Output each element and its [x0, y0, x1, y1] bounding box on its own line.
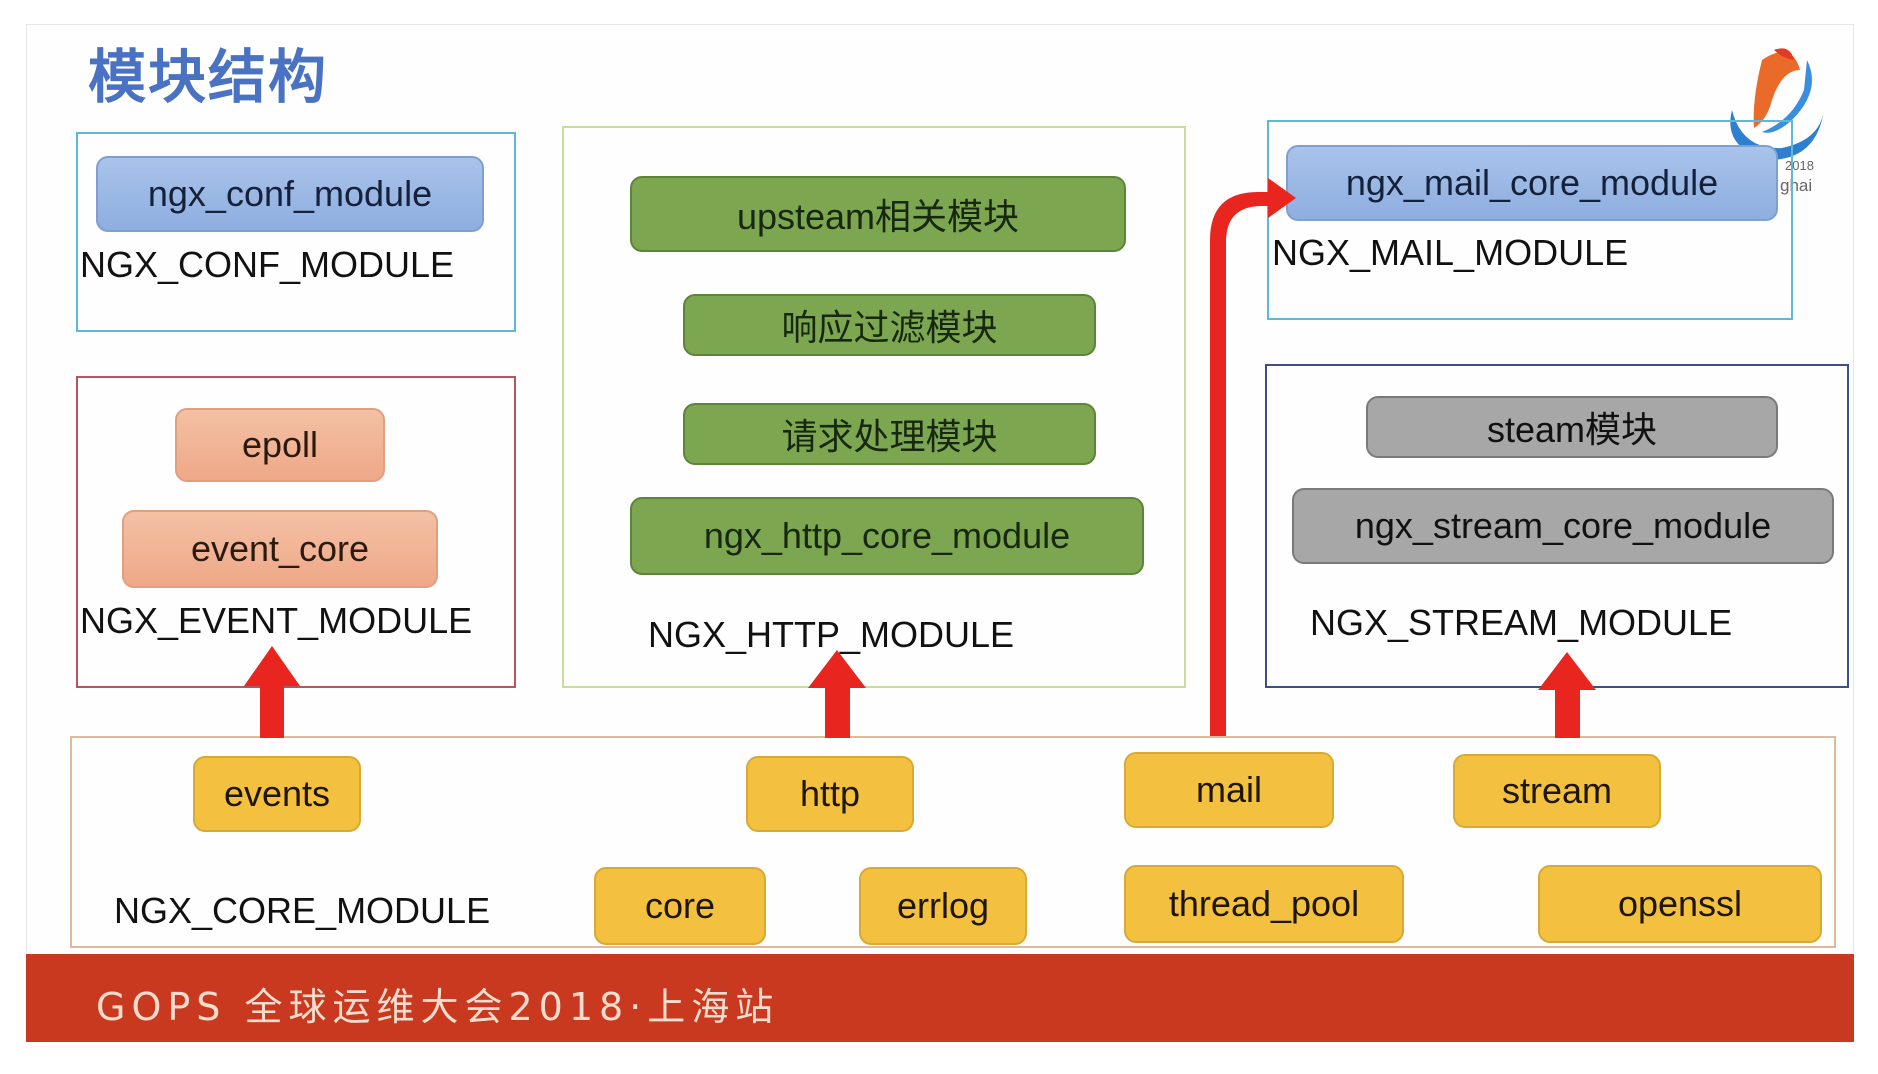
http-module-group [562, 126, 1186, 688]
module-errlog: errlog [859, 867, 1027, 945]
module-ngx-conf-module: ngx_conf_module [96, 156, 484, 232]
module-http: http [746, 756, 914, 832]
module-mail: mail [1124, 752, 1334, 828]
module-openssl: openssl [1538, 865, 1822, 943]
stream-group-label: NGX_STREAM_MODULE [1310, 602, 1733, 643]
footer-banner: GOPS 全球运维大会2018·上海站 [26, 954, 1854, 1042]
logo-city: ghai [1780, 176, 1813, 195]
module-epoll: epoll [175, 408, 385, 482]
conf-module-group [76, 132, 516, 332]
module-request-handler: 请求处理模块 [683, 403, 1096, 465]
arrow-events-to-event-module [244, 646, 300, 738]
http-group-label: NGX_HTTP_MODULE [648, 614, 1015, 655]
slide-title: 模块结构 [88, 43, 329, 111]
module-ngx-mail-core-module: ngx_mail_core_module [1286, 145, 1778, 221]
arrow-http-to-http-module [808, 650, 866, 738]
module-ngx-stream-core-module: ngx_stream_core_module [1292, 488, 1834, 564]
core-group-label: NGX_CORE_MODULE [114, 890, 491, 931]
module-upstream: upsteam相关模块 [630, 176, 1126, 252]
footer-text: GOPS 全球运维大会2018·上海站 [96, 985, 780, 1029]
module-response-filter: 响应过滤模块 [683, 294, 1096, 356]
module-ngx-http-core-module: ngx_http_core_module [630, 497, 1144, 575]
mail-module-group [1267, 120, 1793, 320]
module-stream: stream [1453, 754, 1661, 828]
core-module-group [70, 736, 1836, 948]
module-core: core [594, 867, 766, 945]
event-module-group [76, 376, 516, 688]
module-thread-pool: thread_pool [1124, 865, 1404, 943]
module-event-core: event_core [122, 510, 438, 588]
conf-group-label: NGX_CONF_MODULE [80, 244, 455, 285]
module-events: events [193, 756, 361, 832]
arrow-stream-to-stream-module [1538, 652, 1596, 738]
event-group-label: NGX_EVENT_MODULE [80, 600, 473, 641]
arrow-mail-to-mail-core [1210, 178, 1296, 736]
module-steam: steam模块 [1366, 396, 1778, 458]
mail-group-label: NGX_MAIL_MODULE [1272, 232, 1629, 273]
